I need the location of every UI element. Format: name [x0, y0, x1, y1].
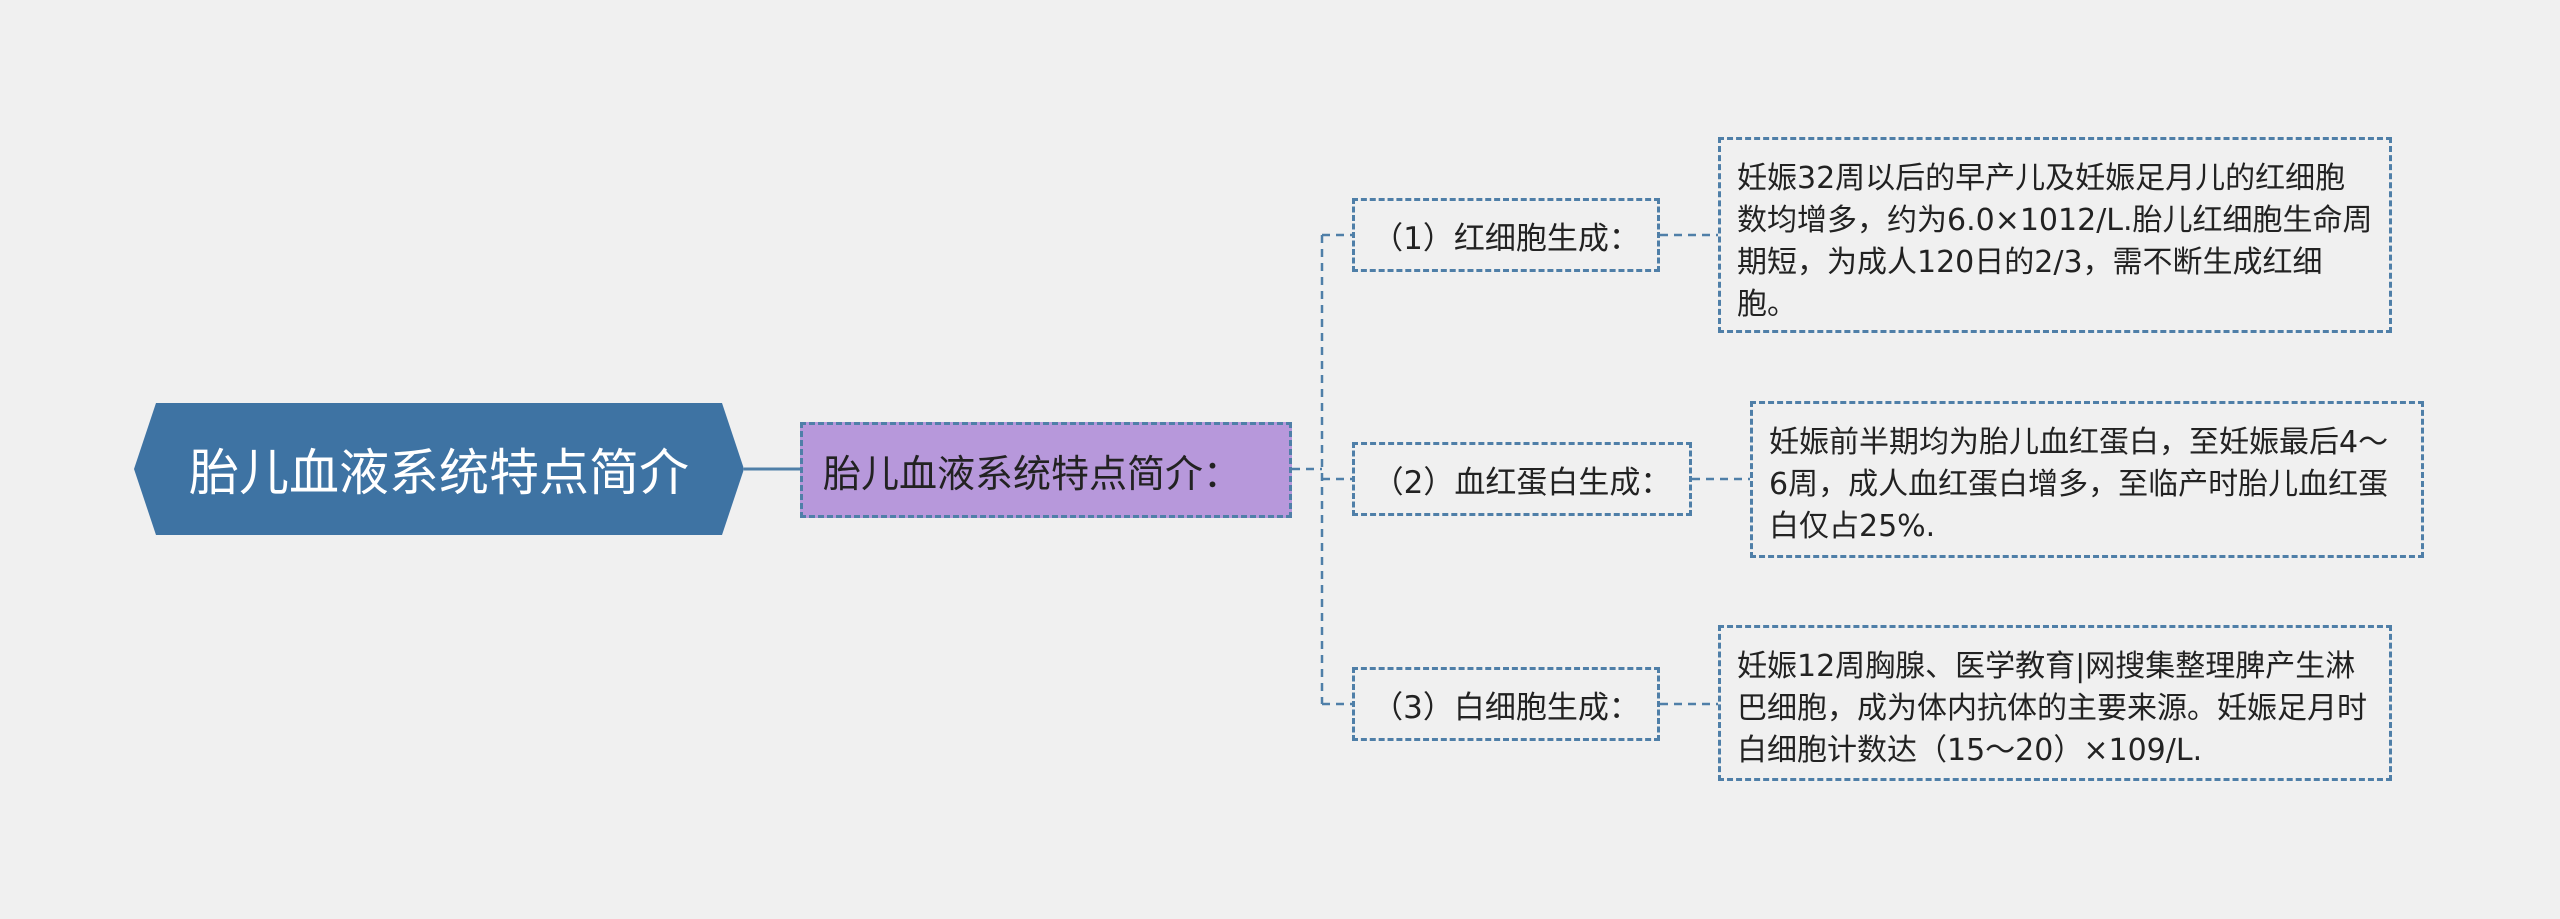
branch-label-2[interactable]: （2）血红蛋白生成： [1352, 442, 1692, 516]
branch-desc-2[interactable]: 妊娠前半期均为胎儿血红蛋白，至妊娠最后4～6周，成人血红蛋白增多，至临产时胎儿血… [1750, 401, 2424, 558]
branch-desc-1[interactable]: 妊娠32周以后的早产儿及妊娠足月儿的红细胞数均增多，约为6.0×1012/L.胎… [1718, 137, 2392, 333]
branch-label-3[interactable]: （3）白细胞生成： [1352, 667, 1660, 741]
root-node[interactable]: 胎儿血液系统特点简介 [134, 403, 744, 535]
branch-desc-1-text: 妊娠32周以后的早产儿及妊娠足月儿的红细胞数均增多，约为6.0×1012/L.胎… [1737, 161, 2373, 322]
branch-label-1[interactable]: （1）红细胞生成： [1352, 198, 1660, 272]
branch-desc-3[interactable]: 妊娠12周胸腺、医学教育|网搜集整理脾产生淋巴细胞，成为体内抗体的主要来源。妊娠… [1718, 625, 2392, 781]
branch-desc-2-text: 妊娠前半期均为胎儿血红蛋白，至妊娠最后4～6周，成人血红蛋白增多，至临产时胎儿血… [1769, 425, 2389, 544]
branch-label-3-text: （3）白细胞生成： [1372, 689, 1640, 726]
branch-label-2-text: （2）血红蛋白生成： [1372, 464, 1672, 501]
topic-node[interactable]: 胎儿血液系统特点简介： [800, 422, 1292, 518]
root-node-title: 胎儿血液系统特点简介 [189, 444, 689, 502]
topic-node-label: 胎儿血液系统特点简介： [823, 451, 1242, 496]
branch-label-1-text: （1）红细胞生成： [1372, 220, 1640, 257]
branch-desc-3-text: 妊娠12周胸腺、医学教育|网搜集整理脾产生淋巴细胞，成为体内抗体的主要来源。妊娠… [1737, 649, 2367, 768]
